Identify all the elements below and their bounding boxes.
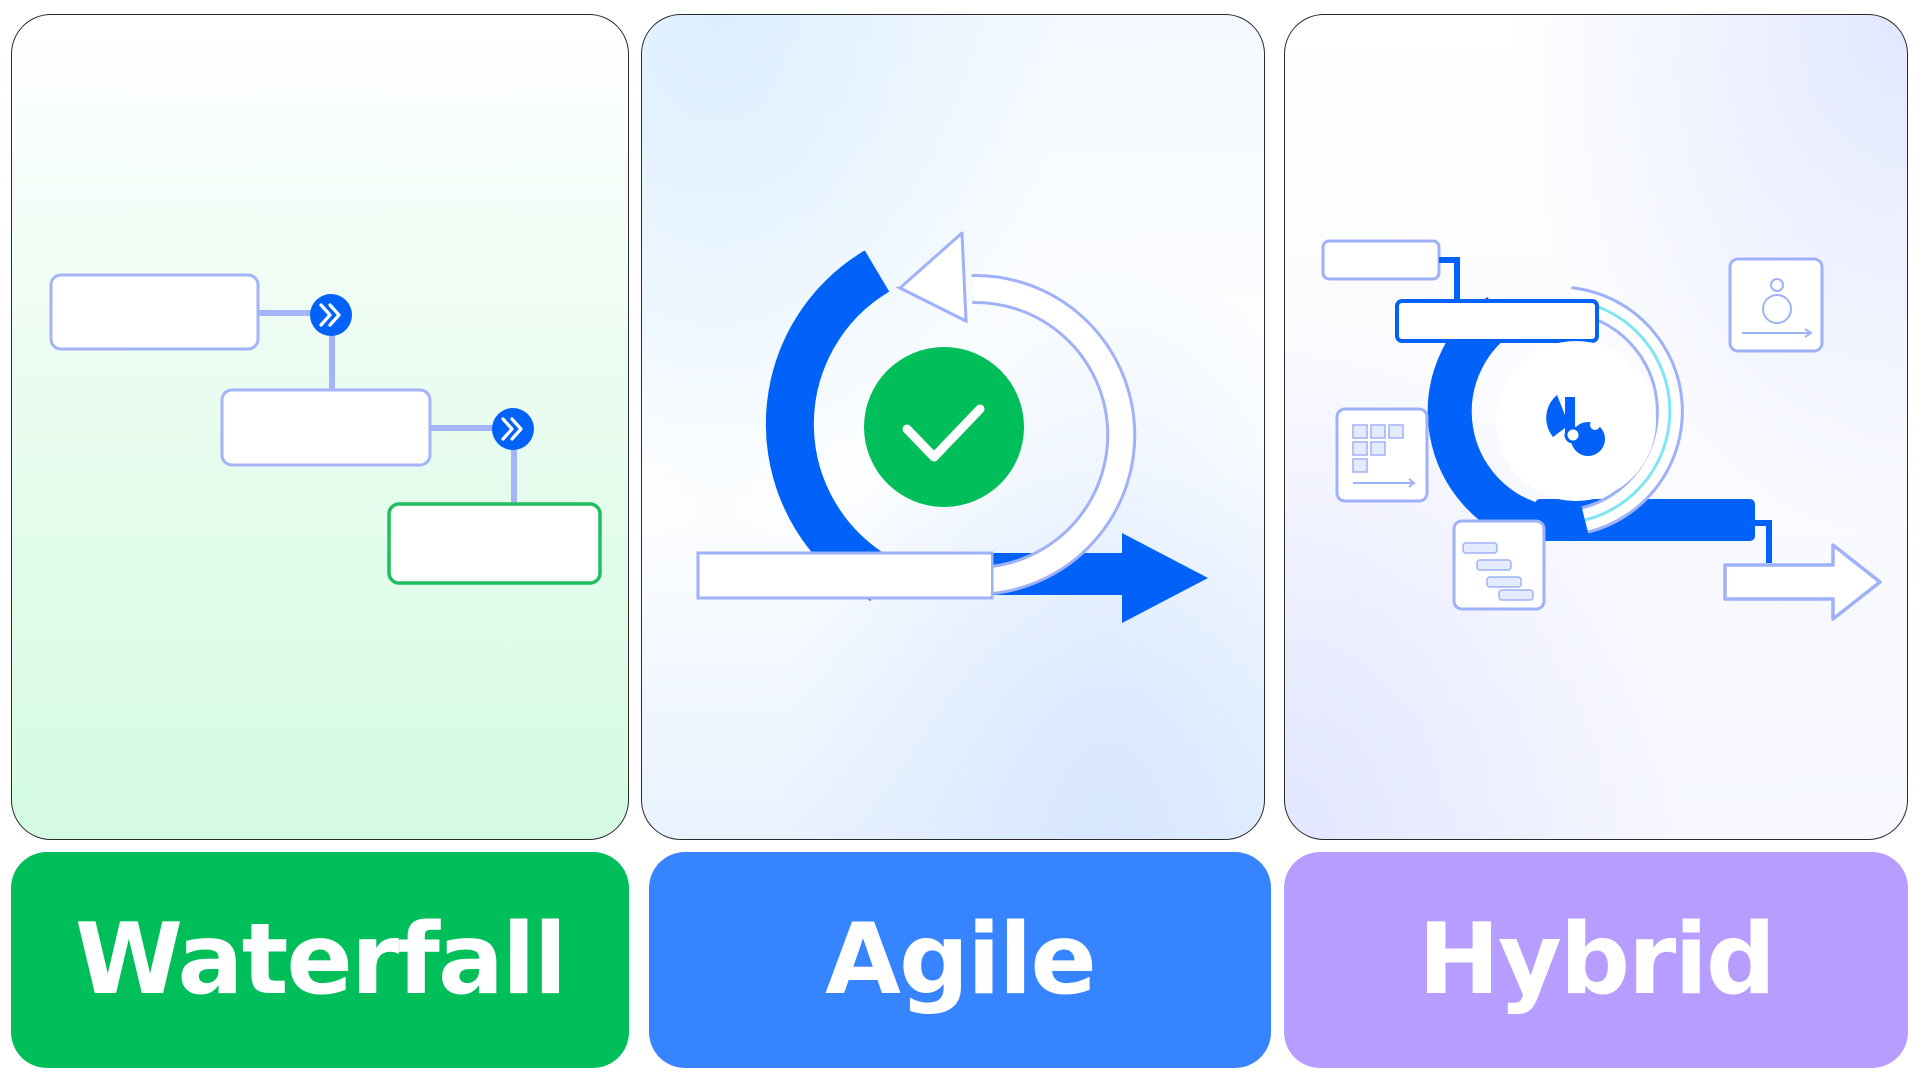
agile-label: Agile	[649, 852, 1271, 1068]
hybrid-label: Hybrid	[1284, 852, 1908, 1068]
phase-box	[49, 273, 260, 351]
gantt-icon	[1452, 519, 1546, 611]
grid-board-icon	[1335, 407, 1429, 503]
flow-bar	[1395, 299, 1599, 343]
loop-arrow-icon	[696, 231, 1208, 623]
connector	[1753, 520, 1772, 563]
arrow-icon	[1723, 543, 1882, 621]
hybrid-diagram	[1321, 239, 1882, 621]
phase-box-active	[387, 502, 602, 585]
hybrid-panel	[1284, 14, 1908, 840]
waterfall-label: Waterfall	[11, 852, 629, 1068]
double-chevron-icon	[492, 408, 534, 450]
phase-box	[1321, 239, 1441, 281]
double-chevron-icon	[310, 294, 352, 336]
gear-icon	[1546, 395, 1605, 456]
waterfall-panel	[11, 14, 629, 840]
cycle-center	[1496, 341, 1656, 501]
connector	[1439, 257, 1460, 301]
waterfall-diagram	[49, 273, 602, 585]
agile-diagram	[696, 231, 1208, 623]
sprint-cycle-icon	[1728, 257, 1824, 353]
phase-box	[220, 388, 432, 467]
flow-bar	[1535, 499, 1755, 541]
agile-panel	[641, 14, 1265, 840]
check-icon	[864, 347, 1024, 507]
